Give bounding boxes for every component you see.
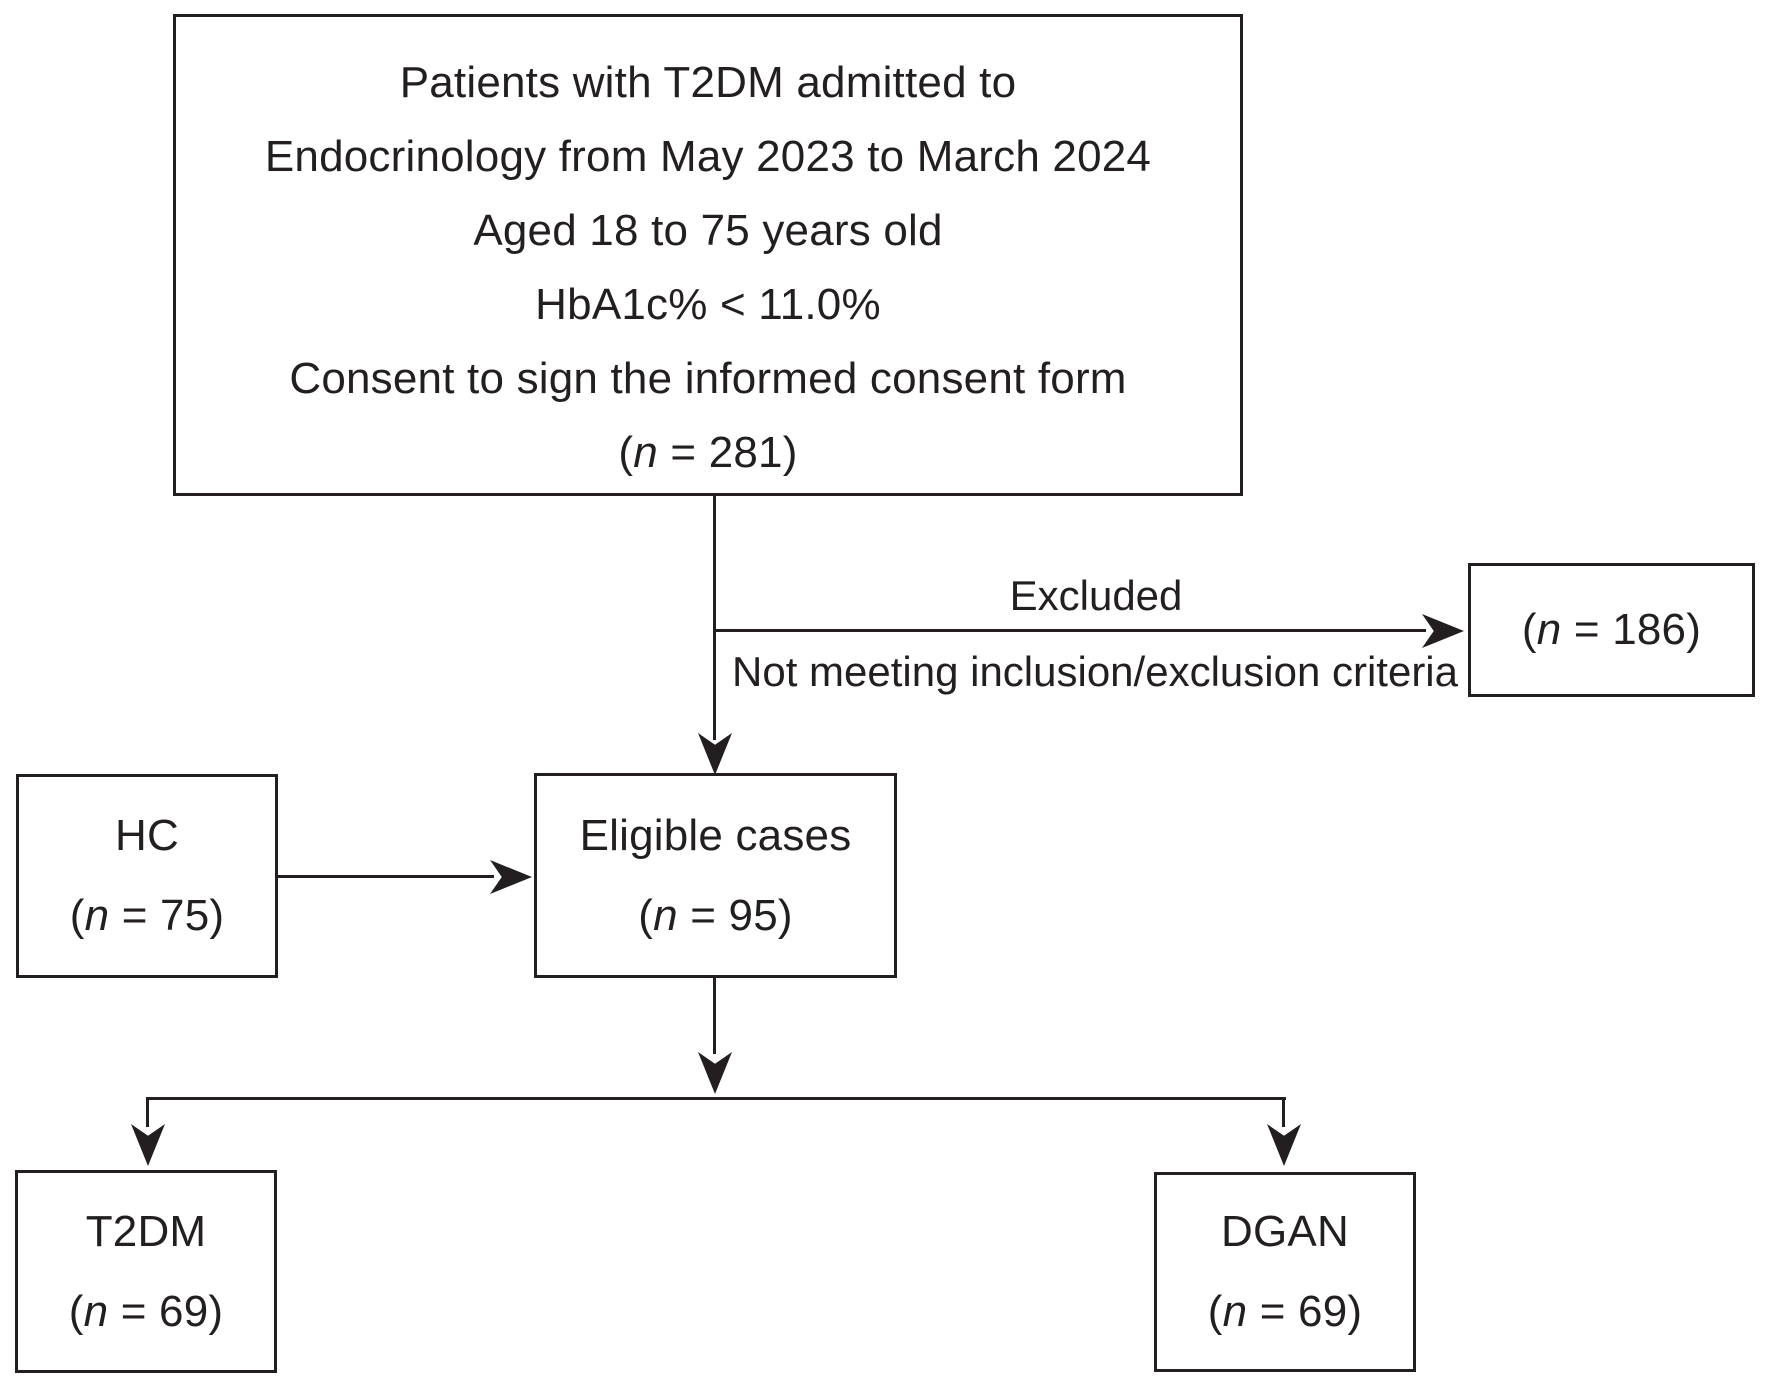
t2dm-title: T2DM	[85, 1206, 207, 1256]
dgan-box: DGAN (n = 69)	[1154, 1172, 1416, 1372]
eligible-box: Eligible cases (n = 95)	[534, 773, 897, 978]
branch-horizontal-line	[146, 1097, 1286, 1100]
connector-branch-to-t2dm	[146, 1097, 149, 1127]
hc-n-count: (n = 75)	[69, 891, 225, 940]
eligible-n-count: (n = 95)	[638, 890, 793, 940]
connector-screening-to-eligible	[713, 496, 716, 740]
t2dm-box: T2DM (n = 69)	[15, 1170, 277, 1373]
screening-box: Patients with T2DM admitted to Endocrino…	[173, 14, 1243, 496]
eligible-title: Eligible cases	[579, 810, 852, 860]
screening-line-3: Aged 18 to 75 years old	[473, 206, 943, 255]
excluded-reason-label: Not meeting inclusion/exclusion criteria	[732, 648, 1458, 695]
arrowhead-down-branch-icon	[698, 1052, 732, 1094]
screening-line-5: Consent to sign the informed consent for…	[289, 354, 1127, 403]
excluded-n-count: (n = 186)	[1521, 605, 1702, 654]
screening-line-1: Patients with T2DM admitted to	[399, 58, 1017, 107]
screening-n-count: (n = 281)	[618, 428, 798, 477]
connector-branch-to-dgan	[1282, 1097, 1285, 1127]
connector-eligible-to-branch	[713, 978, 716, 1054]
excluded-label: Excluded	[1009, 572, 1183, 619]
arrowhead-down-t2dm-icon	[131, 1124, 165, 1166]
connector-excluded-branch	[713, 629, 1426, 632]
hc-title: HC	[115, 811, 179, 860]
arrowhead-right-eligible-icon	[490, 860, 532, 894]
dgan-n-count: (n = 69)	[1207, 1287, 1363, 1336]
dgan-title: DGAN	[1221, 1207, 1349, 1256]
screening-line-4: HbA1c% < 11.0%	[535, 280, 881, 329]
t2dm-n-count: (n = 69)	[68, 1286, 224, 1336]
arrowhead-down-dgan-icon	[1267, 1124, 1301, 1166]
excluded-box: (n = 186)	[1468, 563, 1755, 697]
connector-hc-to-eligible	[278, 875, 494, 878]
hc-box: HC (n = 75)	[16, 774, 278, 978]
screening-line-2: Endocrinology from May 2023 to March 202…	[264, 132, 1152, 181]
